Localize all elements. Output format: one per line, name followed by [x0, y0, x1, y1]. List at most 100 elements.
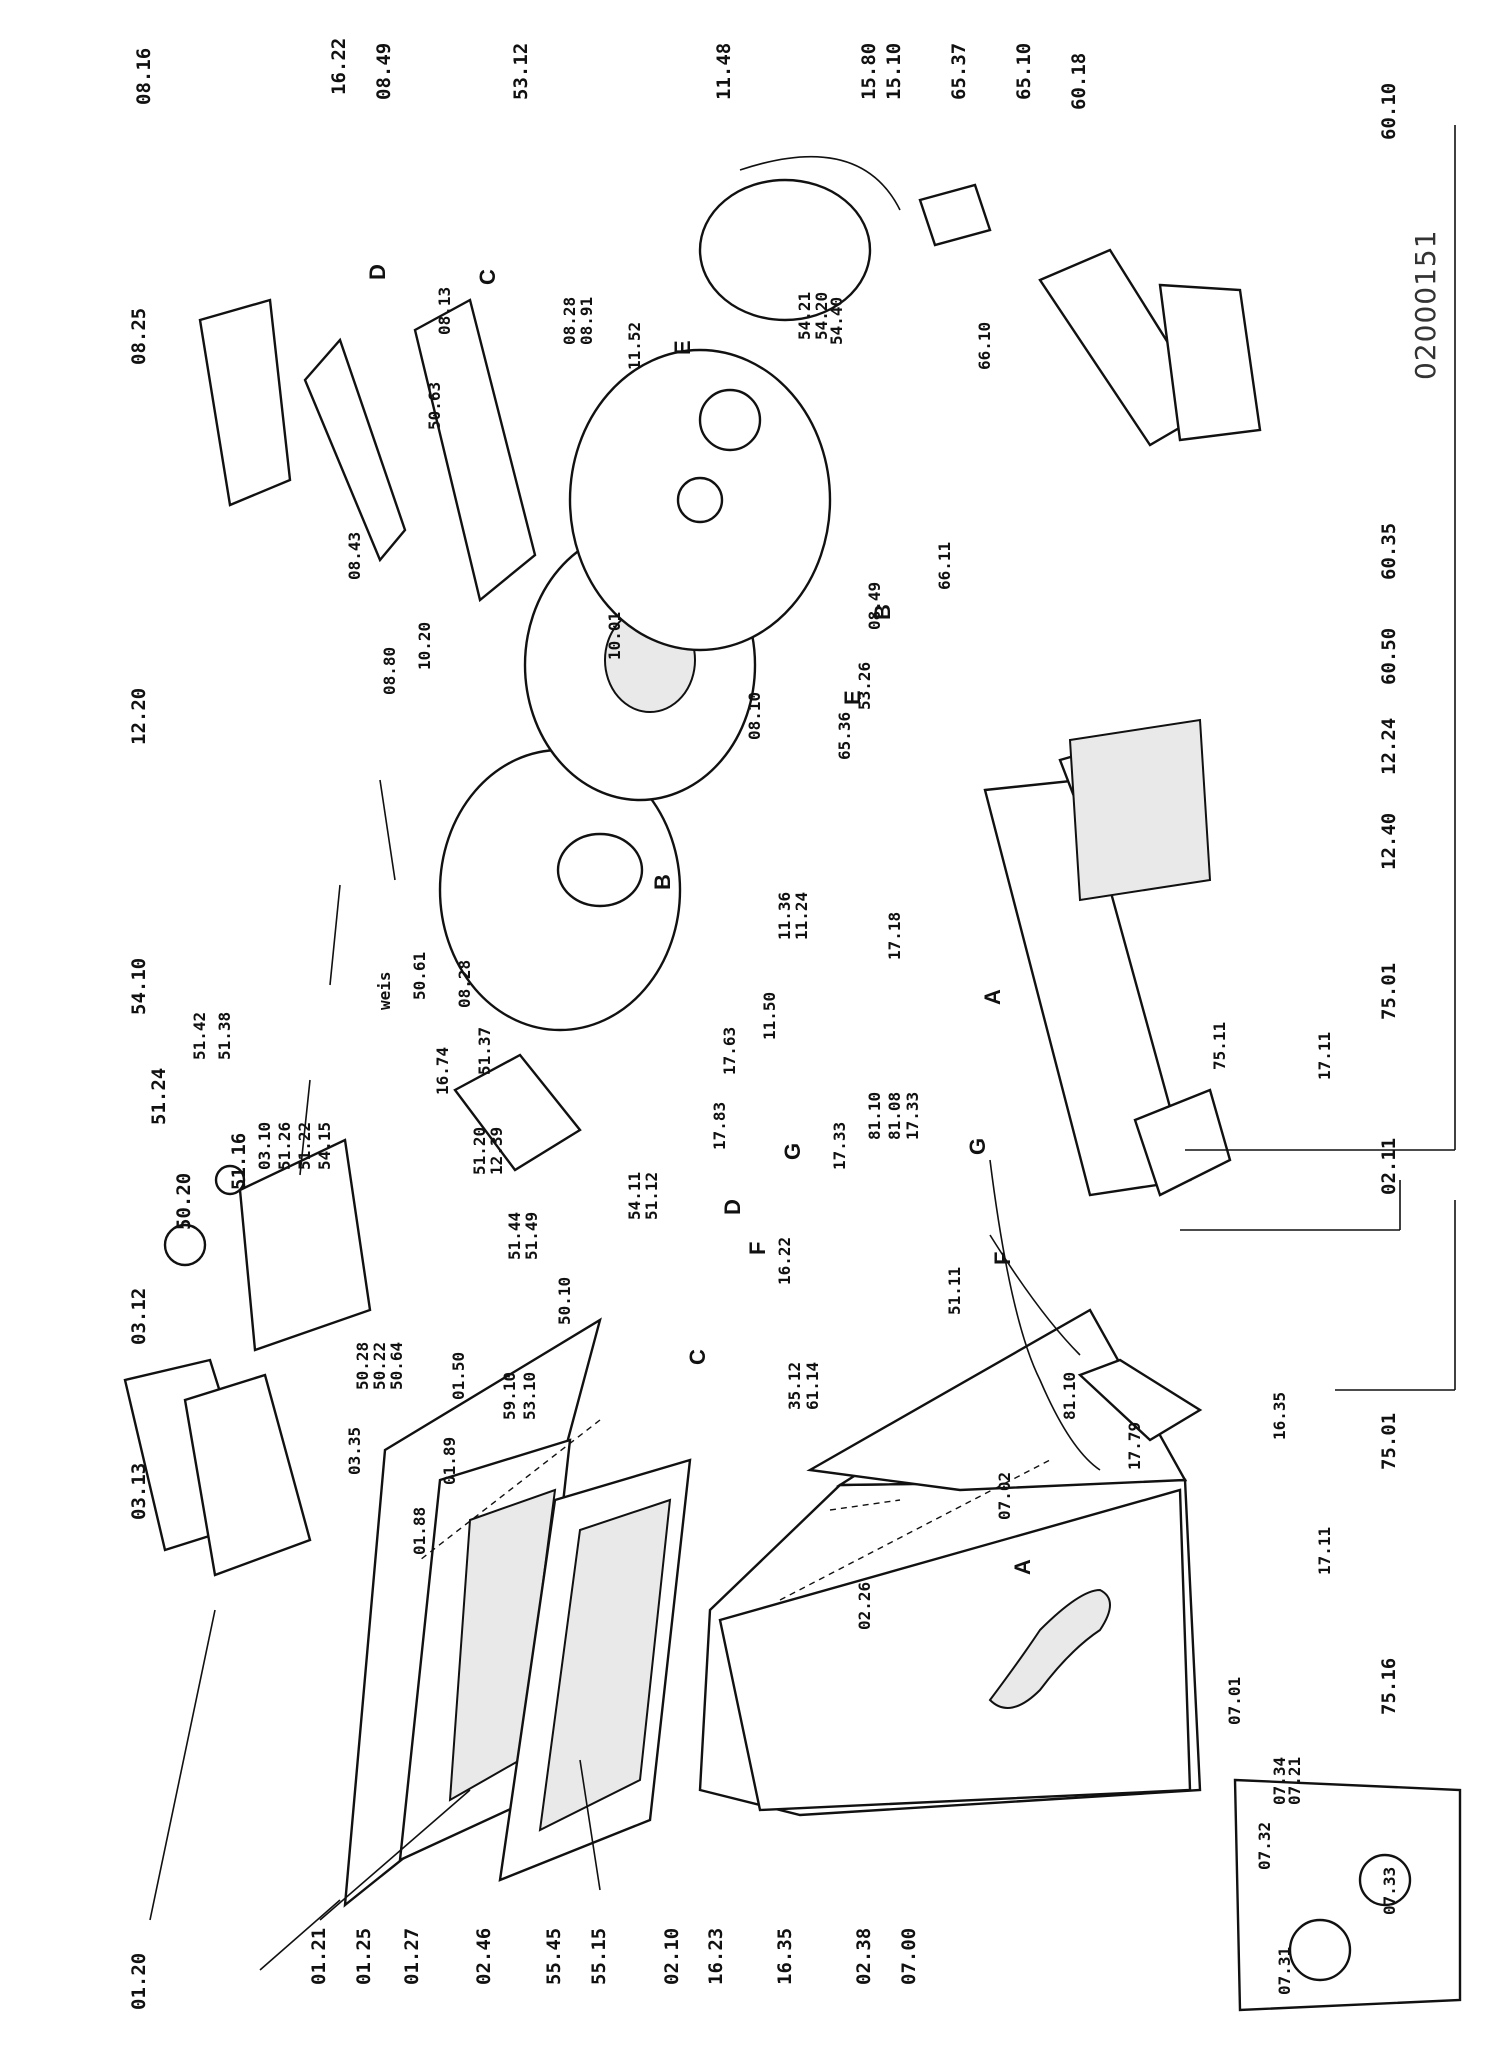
- part-label: 16.23: [705, 1928, 727, 1985]
- part-label: 17.33: [830, 1122, 849, 1170]
- part-label: 50.64: [387, 1342, 406, 1390]
- part-label: 66.10: [975, 322, 994, 370]
- part-label: 51.42: [190, 1012, 209, 1060]
- part-label: 65.10: [1013, 43, 1035, 100]
- part-label: 02.11: [1378, 1138, 1400, 1195]
- part-label: 02.46: [473, 1928, 495, 1985]
- part-label: 01.20: [128, 1953, 150, 2010]
- counterweight-1: [303, 337, 407, 563]
- part-label: 81.10: [865, 1092, 884, 1140]
- part-label: 01.89: [440, 1437, 459, 1485]
- hose-1: [989, 1159, 1101, 1471]
- part-label: 11.24: [792, 892, 811, 940]
- drive-pulley: [698, 178, 872, 322]
- control-panel: [238, 1138, 372, 1352]
- cabinet-front-face: [718, 1488, 1192, 1812]
- part-label: 54.10: [128, 958, 150, 1015]
- part-label: 15.80: [858, 43, 880, 100]
- part-label: 50.10: [555, 1277, 574, 1325]
- part-label: 03.13: [128, 1463, 150, 1520]
- part-label: 10.01: [605, 612, 624, 660]
- part-label: 08.80: [380, 647, 399, 695]
- marker-a: A: [980, 989, 1005, 1005]
- part-label: 60.50: [1378, 628, 1400, 685]
- part-label: 08.10: [745, 692, 764, 740]
- leader-line: [149, 1609, 216, 1921]
- drive-belt: [739, 155, 901, 211]
- labels-top: 08.16 16.22 08.49 53.12 11.48 15.80 15.1…: [133, 38, 1090, 110]
- part-label: 51.11: [945, 1267, 964, 1315]
- dashed-guide: [779, 1459, 1051, 1601]
- part-label: 17.18: [885, 912, 904, 960]
- part-label: 51.49: [522, 1212, 541, 1260]
- part-label: 02.26: [855, 1582, 874, 1630]
- spring-2: [329, 884, 341, 986]
- part-label: 17.63: [720, 1027, 739, 1075]
- spring-3: [299, 1079, 311, 1176]
- part-label: 10.20: [415, 622, 434, 670]
- hose-2: [989, 1234, 1081, 1356]
- part-label: 12.24: [1378, 718, 1400, 775]
- marker-c: C: [475, 269, 500, 285]
- dashed-guide: [829, 1499, 901, 1511]
- marker-g: G: [965, 1138, 990, 1155]
- marker-e: E: [670, 340, 695, 355]
- part-label: 50.61: [410, 952, 429, 1000]
- part-label: 51.20: [470, 1127, 489, 1175]
- document-code: 02000151: [1409, 229, 1442, 380]
- part-label: 01.88: [410, 1507, 429, 1555]
- part-label: 16.74: [433, 1047, 452, 1095]
- part-label: 75.01: [1378, 1413, 1400, 1470]
- inner-door-window: [538, 1498, 672, 1832]
- part-label: 54.15: [315, 1122, 334, 1170]
- part-label: 07.00: [898, 1928, 920, 1985]
- part-label: 66.11: [935, 542, 954, 590]
- marker-a: A: [1010, 1559, 1035, 1575]
- labels-right: 60.10 60.35 60.50 12.40 12.24 75.11 75.0…: [1210, 83, 1400, 1715]
- part-label: 51.44: [505, 1212, 524, 1260]
- part-label: 08.43: [345, 532, 364, 580]
- dispenser: [453, 1053, 582, 1172]
- part-label: 81.10: [1060, 1372, 1079, 1420]
- part-label: 75.11: [1210, 1022, 1229, 1070]
- part-label: 17.33: [903, 1092, 922, 1140]
- marker-f: F: [990, 1252, 1015, 1265]
- counterweight-2: [413, 298, 537, 603]
- reference-markers: A A B B C C D D E E F F G G: [365, 264, 1035, 1575]
- part-label: 60.10: [1378, 83, 1400, 140]
- part-label: 02.10: [661, 1928, 683, 1985]
- part-label: 07.33: [1380, 1867, 1399, 1915]
- part-label: 51.37: [475, 1027, 494, 1075]
- part-label: 08.91: [577, 297, 596, 345]
- part-label: 08.49: [373, 43, 395, 100]
- knob-2: [214, 1164, 246, 1196]
- part-label: 01.50: [449, 1352, 468, 1400]
- labels-interior: 03.10 51.26 51.22 54.15 03.35 50.28 50.2…: [255, 287, 1399, 1995]
- motor-pulley: [1358, 1853, 1412, 1907]
- part-label: 51.38: [215, 1012, 234, 1060]
- part-label: 55.45: [543, 1928, 565, 1985]
- labels-left: 01.20 01.21 01.25 01.27 02.46 55.45 55.1…: [128, 1928, 920, 2010]
- part-label: 51.26: [275, 1122, 294, 1170]
- spring-1: [379, 779, 396, 881]
- part-label: 08.13: [435, 287, 454, 335]
- marker-b: B: [650, 874, 675, 890]
- part-label: 08.25: [128, 308, 150, 365]
- marker-e: E: [840, 690, 865, 705]
- part-label: 08.49: [865, 582, 884, 630]
- part-label: 08.28: [455, 960, 474, 1008]
- part-label: 16.35: [774, 1928, 796, 1985]
- part-label: 65.37: [948, 43, 970, 100]
- leader-lines: [149, 125, 1456, 1971]
- marker-b: B: [870, 604, 895, 620]
- pulley-seal: [698, 388, 762, 452]
- part-label: 07.34: [1270, 1757, 1289, 1805]
- part-label: 03.12: [128, 1288, 150, 1345]
- part-label: 51.12: [642, 1172, 661, 1220]
- part-label: 03.35: [345, 1427, 364, 1475]
- part-label: 50.20: [173, 1173, 195, 1230]
- part-label: 53.12: [510, 43, 532, 100]
- part-label: 65.36: [835, 712, 854, 760]
- pump-housing: [1133, 1088, 1232, 1197]
- part-label: 55.15: [588, 1928, 610, 1985]
